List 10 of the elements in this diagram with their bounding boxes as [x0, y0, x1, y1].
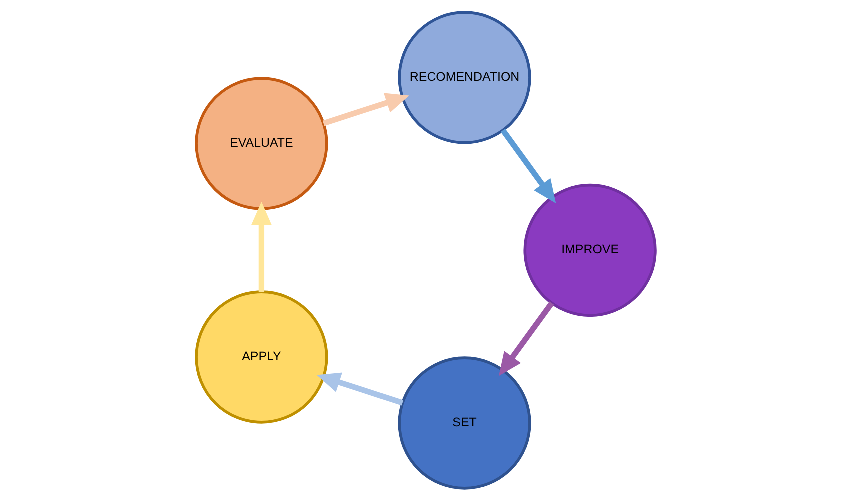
- arrow: [250, 202, 272, 292]
- arrow: [500, 128, 556, 204]
- node-circle: APPLY: [194, 290, 328, 424]
- node-circle: SET: [398, 356, 531, 490]
- node-circle: RECOMENDATION: [398, 11, 531, 144]
- node-circle: EVALUATE: [194, 77, 328, 210]
- arrow: [322, 93, 409, 126]
- node-circle: IMPROVE: [523, 184, 656, 318]
- arrow: [498, 302, 554, 376]
- arrow: [316, 372, 404, 406]
